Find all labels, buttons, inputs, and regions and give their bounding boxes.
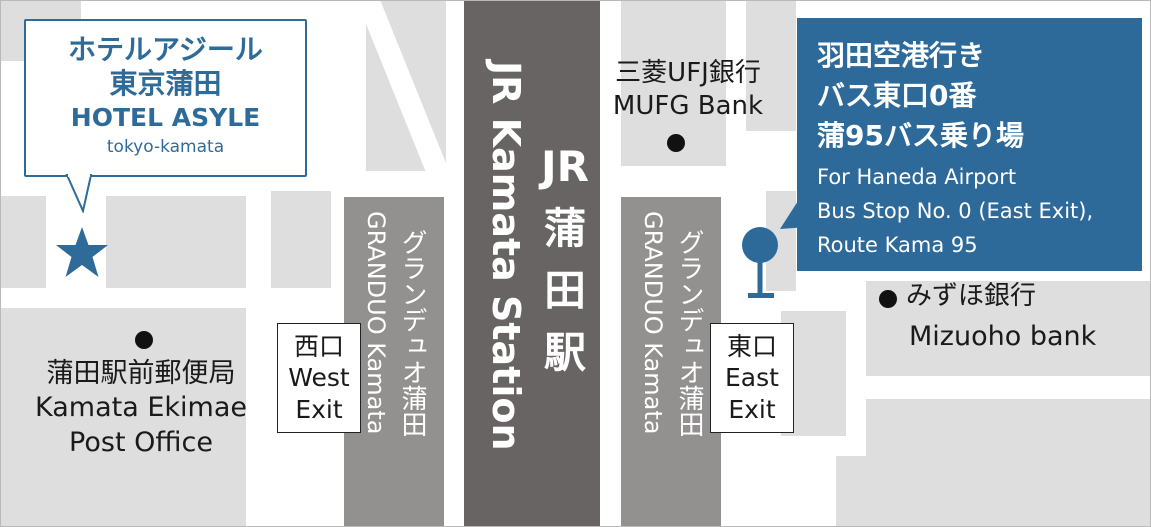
mufg-bank-name-en: MUFG Bank — [612, 90, 764, 121]
west-exit-en-1: West — [288, 363, 350, 393]
granduo-east-building: グランデュオ蒲田 GRANDUO Kamata — [621, 197, 721, 526]
hotel-name-sub: tokyo-kamata — [106, 137, 225, 157]
hotel-callout-pointer — [65, 173, 93, 213]
west-exit-label: 西口 West Exit — [277, 323, 361, 433]
city-block — [1, 196, 46, 288]
bus-stop-en-1: For Haneda Airport — [817, 165, 1017, 189]
station-name-ja-part: 蒲 — [543, 204, 586, 253]
bus-stop-callout: 羽田空港行き バス東口0番 蒲95バス乗り場 For Haneda Airpor… — [797, 18, 1142, 271]
granduo-west-name-en: GRANDUO Kamata — [362, 211, 390, 435]
city-block — [271, 191, 331, 288]
post-office-name-ja: 蒲田駅前郵便局 — [46, 358, 236, 389]
post-office-name-en-2: Post Office — [69, 426, 213, 458]
city-block — [836, 456, 1150, 526]
city-block — [106, 196, 246, 288]
bus-stop-en-3: Route Kama 95 — [817, 233, 978, 257]
east-exit-en-2: Exit — [728, 394, 776, 424]
west-exit-ja: 西口 — [293, 332, 344, 362]
station-name-ja-part: JR — [541, 142, 589, 191]
hotel-name-ja-2: 東京蒲田 — [109, 67, 222, 100]
mizuho-bank-name-ja: みずほ銀行 — [906, 281, 1037, 311]
mufg-bank-name-ja: 三菱UFJ銀行 — [615, 58, 761, 88]
west-exit-en-2: Exit — [295, 394, 343, 424]
east-exit-en-1: East — [725, 363, 779, 393]
hotel-callout: ホテルアジール 東京蒲田 HOTEL ASYLE tokyo-kamata — [24, 19, 307, 177]
mufg-bank-label: 三菱UFJ銀行 MUFG Bank — [598, 57, 778, 122]
granduo-east-name-en: GRANDUO Kamata — [639, 211, 667, 435]
hotel-name-en: HOTEL ASYLE — [70, 103, 261, 132]
granduo-east-name-ja: グランデュオ蒲田 — [674, 229, 704, 437]
post-office-dot-icon — [135, 331, 153, 349]
city-block — [1, 308, 246, 526]
bus-stop-en-2: Bus Stop No. 0 (East Exit), — [817, 199, 1094, 223]
east-exit-ja: 東口 — [726, 332, 777, 362]
mizuho-bank-dot-icon — [879, 290, 897, 308]
city-block — [866, 281, 1150, 376]
bus-stop-ja-1: 羽田空港行き — [817, 39, 986, 72]
mufg-bank-dot-icon — [667, 134, 685, 152]
star-icon — [56, 227, 108, 277]
east-exit-label: 東口 East Exit — [710, 323, 794, 433]
hotel-name-ja-1: ホテルアジール — [68, 33, 263, 66]
post-office-name-en-1: Kamata Ekimae — [35, 392, 247, 424]
bus-stop-pin-icon — [742, 227, 778, 298]
station-name-ja-part: 田 — [543, 266, 586, 315]
station-name-ja: JR 蒲 田 駅 — [536, 136, 594, 384]
mizuho-bank-name-en: Mizuoho bank — [909, 321, 1097, 352]
station-name-ja-part: 駅 — [543, 328, 586, 377]
post-office-label: 蒲田駅前郵便局 Kamata Ekimae Post Office — [6, 357, 276, 460]
granduo-west-name-ja: グランデュオ蒲田 — [397, 229, 427, 437]
city-block — [746, 1, 796, 131]
bus-stop-ja-3: 蒲95バス乗り場 — [817, 119, 1024, 152]
jr-kamata-station-building: JR Kamata Station JR 蒲 田 駅 — [464, 1, 600, 526]
bus-stop-callout-pointer — [780, 201, 808, 229]
station-name-en: JR Kamata Station — [484, 61, 528, 451]
bus-stop-ja-2: バス東口0番 — [817, 79, 977, 112]
